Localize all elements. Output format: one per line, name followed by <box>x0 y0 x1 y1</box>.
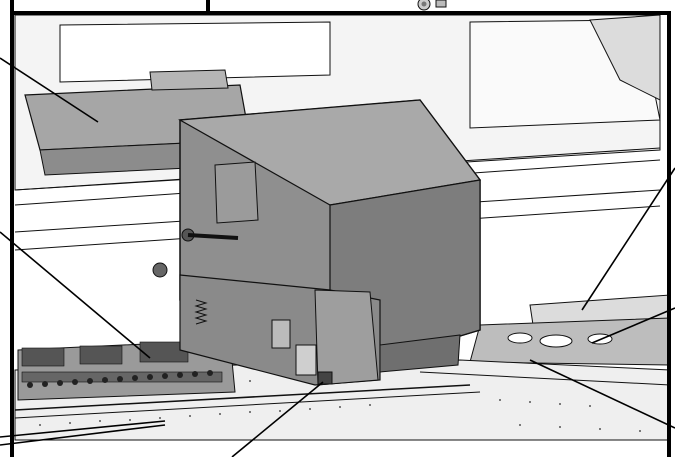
leader-bottom-center <box>231 381 324 457</box>
screw-body-icon <box>435 0 447 8</box>
carriage-side-panel <box>214 161 259 224</box>
platen-edge <box>419 371 671 386</box>
platen-groove <box>14 384 471 411</box>
head-bracket-a <box>271 319 291 349</box>
carriage <box>24 69 482 386</box>
wiper-hole-2 <box>539 334 573 348</box>
top-cover-screw <box>417 0 447 11</box>
leader-left-bottom-b <box>0 424 166 446</box>
top-bracket <box>149 69 229 91</box>
leader-left-bottom-a <box>0 420 166 438</box>
head-bracket-b <box>295 344 317 376</box>
platen-groove-2 <box>14 391 481 419</box>
head-front-plate <box>314 289 379 386</box>
chain-rollers <box>27 370 213 388</box>
side-knob <box>152 262 168 278</box>
cutter-chain <box>17 339 236 401</box>
head-underside <box>379 334 461 373</box>
leader-lines <box>0 57 675 457</box>
leader-right-bottom <box>529 359 675 429</box>
back-window-left <box>59 21 331 83</box>
leader-right-top <box>581 167 675 311</box>
spring-coils <box>194 299 208 325</box>
leader-top-left <box>0 57 99 123</box>
right-upper-frame <box>589 14 661 101</box>
head-bottom-nozzle <box>317 371 333 385</box>
leader-right-middle <box>591 307 675 344</box>
leader-left-middle <box>0 231 151 359</box>
wiper-hole-1 <box>507 332 533 344</box>
lever-arm <box>187 233 239 240</box>
callout-frame <box>10 0 671 457</box>
